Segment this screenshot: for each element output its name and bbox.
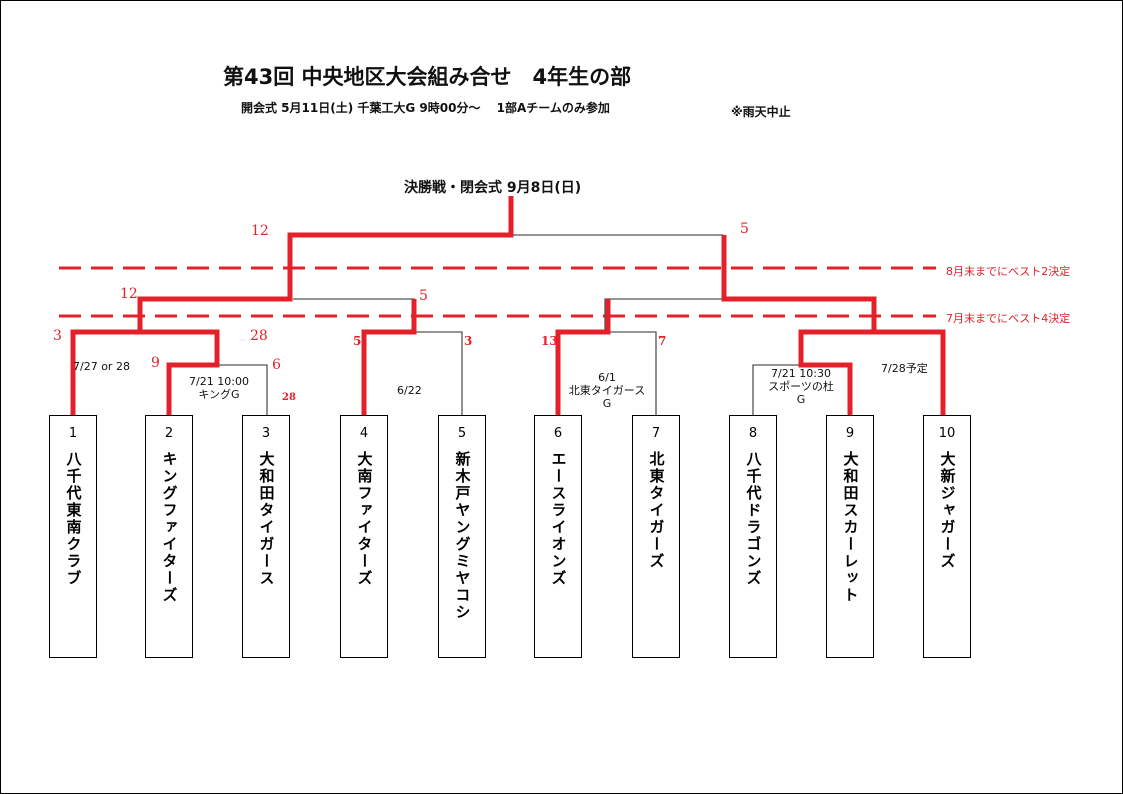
score: 12	[251, 223, 269, 239]
team-name: 大新ジャガーズ	[938, 451, 957, 570]
team-name: エースライオンズ	[549, 451, 568, 587]
score: 28	[250, 328, 268, 344]
rain-note: ※雨天中止	[731, 105, 791, 119]
team-number: 8	[748, 426, 758, 441]
score: 3	[53, 328, 62, 344]
team-box-9: 9 大和田スカーレット	[826, 415, 874, 658]
score: 9	[151, 355, 160, 371]
final-label: 決勝戦・閉会式 9月8日(日)	[404, 180, 582, 196]
team-box-8: 8 八千代ドラゴンズ	[729, 415, 777, 658]
team-number: 6	[553, 426, 563, 441]
team-box-5: 5 新木戸ヤングミヤコシ	[438, 415, 486, 658]
team-number: 9	[845, 426, 855, 441]
score: 28	[282, 392, 296, 403]
match-note: 6/22	[397, 384, 422, 397]
team-name: 北東タイガーズ	[647, 451, 666, 570]
score: 3	[464, 334, 473, 348]
bracket-black-lines	[73, 234, 801, 415]
score: 5	[740, 221, 749, 237]
deadline-label-best4: 7月末までにベスト4決定	[946, 312, 1071, 325]
team-name: 大和田スカーレット	[841, 451, 860, 604]
team-number: 10	[938, 426, 956, 441]
team-number: 5	[457, 426, 467, 441]
team-number: 1	[68, 426, 78, 441]
match-note: 7/28予定	[881, 362, 928, 375]
team-name: 八千代ドラゴンズ	[744, 451, 763, 587]
team-number: 3	[261, 426, 271, 441]
team-name: 大和田タイガース	[257, 451, 276, 587]
team-name: 八千代東南クラブ	[64, 451, 83, 587]
match-note: 7/21 10:30 スポーツの杜 G	[768, 367, 834, 406]
team-name: キングファイターズ	[160, 451, 179, 604]
winner-paths	[70, 196, 946, 415]
team-name: 大南ファイターズ	[355, 451, 374, 587]
team-name: 新木戸ヤングミヤコシ	[453, 451, 472, 621]
team-number: 4	[359, 426, 369, 441]
score: 7	[658, 334, 667, 348]
team-box-10: 10 大新ジャガーズ	[923, 415, 971, 658]
page-title: 第43回 中央地区大会組み合せ 4年生の部	[223, 65, 632, 89]
team-box-6: 6 エースライオンズ	[534, 415, 582, 658]
match-note: 7/21 10:00 キングG	[189, 375, 249, 401]
score: 5	[419, 288, 428, 304]
score: 6	[272, 357, 281, 373]
score: 12	[120, 286, 138, 302]
score: 5	[353, 334, 362, 348]
match-note: 7/27 or 28	[73, 360, 130, 373]
deadline-label-best2: 8月末までにベスト2決定	[946, 265, 1071, 278]
match-note: 6/1 北東タイガース G	[568, 371, 646, 410]
team-box-2: 2 キングファイターズ	[145, 415, 193, 658]
opening-ceremony-info: 開会式 5月11日(土) 千葉工大G 9時00分～ 1部Aチームのみ参加	[241, 101, 610, 115]
team-number: 2	[164, 426, 174, 441]
team-box-7: 7 北東タイガーズ	[632, 415, 680, 658]
team-box-3: 3 大和田タイガース	[242, 415, 290, 658]
score: 13	[541, 334, 558, 348]
team-number: 7	[651, 426, 661, 441]
team-box-4: 4 大南ファイターズ	[340, 415, 388, 658]
team-box-1: 1 八千代東南クラブ	[49, 415, 97, 658]
